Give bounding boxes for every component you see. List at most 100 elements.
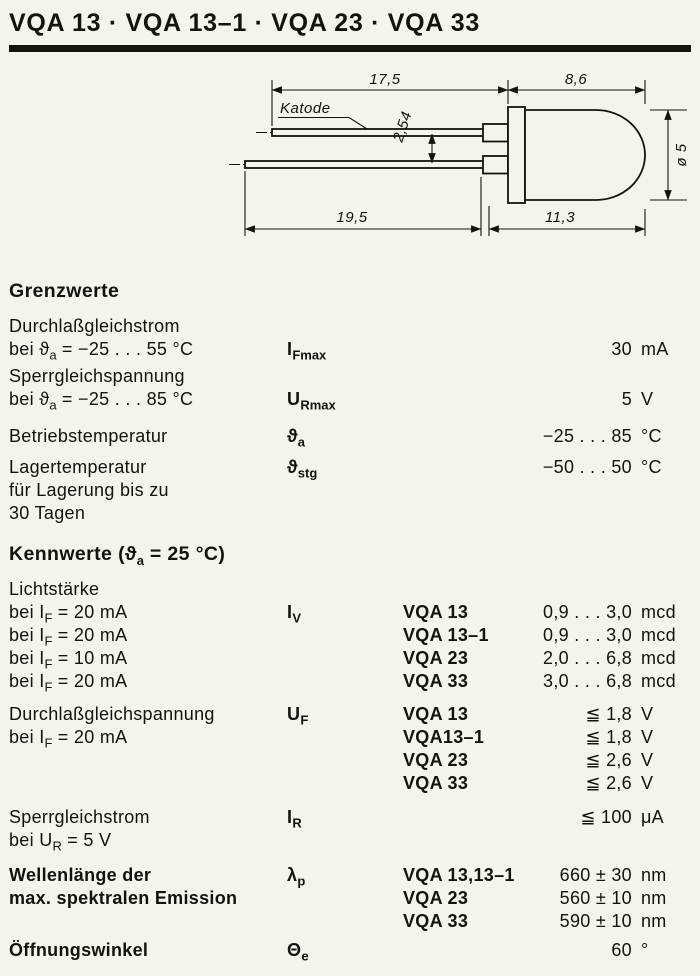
symbol: IFmax (287, 339, 327, 363)
unit: μA (641, 807, 664, 827)
table-row: für Lagerung bis zu (0, 479, 700, 502)
symbol: URmax (287, 389, 336, 413)
param-condition: bei IF = 20 mA (9, 602, 128, 626)
param-label: max. spektralen Emission (9, 888, 238, 908)
param-condition: für Lagerung bis zu (9, 480, 169, 500)
value: ≦ 1,8 (585, 727, 632, 747)
param-label: Durchlaßgleichspannung (9, 704, 215, 724)
table-row: 30 Tagen (0, 502, 700, 525)
type-designation: VQA 33 (403, 671, 469, 691)
table-row: Sperrgleichstrom IR ≦ 100 μA (0, 806, 700, 831)
unit: nm (641, 911, 667, 931)
symbol: Θe (287, 940, 309, 964)
anode-lead (244, 160, 485, 169)
unit: ° (641, 940, 649, 960)
unit: mA (641, 339, 669, 359)
table-row: VQA 33 ≦ 2,6 V (0, 772, 700, 795)
anode-lead-step (482, 155, 509, 175)
value: 560 ± 10 (559, 888, 632, 908)
dim-pitch-label: 2,54 (390, 109, 416, 145)
value: −25 . . . 85 (542, 426, 632, 446)
type-designation: VQA 13–1 (403, 625, 489, 645)
unit: V (641, 773, 654, 793)
type-designation: VQA 33 (403, 911, 469, 931)
param-label: Durchlaßgleichstrom (9, 316, 180, 336)
dim-body-top-label: 8,6 (565, 71, 588, 88)
param-label: Lagertemperatur (9, 457, 147, 477)
cathode-lead (271, 128, 485, 137)
title-rule (9, 45, 691, 52)
param-label: Sperrgleichstrom (9, 807, 150, 827)
grenzwerte-table: Durchlaßgleichstrom bei ϑa = −25 . . . 5… (0, 315, 700, 525)
unit: V (641, 389, 654, 409)
led-dimension-drawing: Katode 17,5 8,6 2,54 ø 5 19,5 11,3 (229, 71, 690, 236)
dim-lead-bottom-label: 19,5 (336, 209, 367, 226)
led-body (524, 109, 646, 201)
type-designation: VQA13–1 (403, 727, 485, 747)
symbol: ϑa (287, 426, 306, 450)
param-label: Lichtstärke (9, 579, 100, 599)
type-designation: VQA 13 (403, 704, 469, 724)
section-heading-kennwerte: Kennwerte (ϑa = 25 °C) (9, 543, 226, 568)
table-row: bei IF = 20 mA VQA 33 3,0 . . . 6,8 mcd (0, 670, 700, 695)
unit: mcd (641, 602, 676, 622)
table-row: max. spektralen Emission VQA 23 560 ± 10… (0, 887, 700, 910)
table-row: Durchlaßgleichspannung UF VQA 13 ≦ 1,8 V (0, 703, 700, 728)
unit: V (641, 704, 654, 724)
value: 60 (611, 940, 632, 960)
dim-diameter-label: ø 5 (673, 143, 690, 166)
value: ≦ 2,6 (585, 773, 632, 793)
type-designation: VQA 23 (403, 750, 469, 770)
param-label: Öffnungswinkel (9, 940, 149, 960)
table-row: bei IF = 10 mA VQA 23 2,0 . . . 6,8 mcd (0, 647, 700, 672)
type-designation: VQA 13,13–1 (403, 865, 515, 885)
centerlines (229, 132, 503, 165)
type-designation: VQA 33 (403, 773, 469, 793)
type-designation: VQA 23 (403, 888, 469, 908)
drawing-labels: Katode 17,5 8,6 2,54 ø 5 19,5 11,3 (280, 71, 690, 226)
table-row: VQA 33 590 ± 10 nm (0, 910, 700, 933)
table-row: bei UR = 5 V (0, 829, 700, 854)
param-condition: bei ϑa = −25 . . . 85 °C (9, 389, 194, 413)
value: −50 . . . 50 (542, 457, 632, 477)
param-condition: bei IF = 20 mA (9, 625, 128, 649)
unit: V (641, 750, 654, 770)
param-condition: 30 Tagen (9, 503, 86, 523)
table-row: bei IF = 20 mA VQA13–1 ≦ 1,8 V (0, 726, 700, 751)
symbol: UF (287, 704, 309, 728)
table-row: bei ϑa = −25 . . . 85 °C URmax 5 V (0, 388, 700, 413)
type-designation: VQA 23 (403, 648, 469, 668)
table-row: VQA 23 ≦ 2,6 V (0, 749, 700, 772)
value: ≦ 2,6 (585, 750, 632, 770)
table-row: Betriebstemperatur ϑa −25 . . . 85 °C (0, 425, 700, 450)
param-condition: bei UR = 5 V (9, 830, 112, 854)
table-row: Wellenlänge der λp VQA 13,13–1 660 ± 30 … (0, 864, 700, 888)
value: ≦ 100 (580, 807, 632, 827)
type-designation: VQA 13 (403, 602, 469, 622)
table-row: bei IF = 20 mA VQA 13–1 0,9 . . . 3,0 mc… (0, 624, 700, 649)
kennwerte-table: Lichtstärke bei IF = 20 mA IV VQA 13 0,9… (0, 578, 700, 964)
symbol: ϑstg (287, 457, 318, 481)
table-row: bei IF = 20 mA IV VQA 13 0,9 . . . 3,0 m… (0, 601, 700, 626)
unit: nm (641, 865, 667, 885)
param-condition: bei IF = 20 mA (9, 727, 128, 751)
unit: V (641, 727, 654, 747)
table-row: Öffnungswinkel Θe 60 ° (0, 939, 700, 964)
table-row: Lagertemperatur ϑstg −50 . . . 50 °C (0, 456, 700, 481)
value: 30 (611, 339, 632, 359)
param-label: Betriebstemperatur (9, 426, 168, 446)
cathode-lead-step (482, 123, 509, 143)
symbol: IR (287, 807, 302, 831)
param-condition: bei IF = 20 mA (9, 671, 128, 695)
table-row: Sperrgleichspannung (0, 365, 700, 388)
unit: °C (641, 457, 662, 477)
param-condition: bei ϑa = −25 . . . 55 °C (9, 339, 194, 363)
value: ≦ 1,8 (585, 704, 632, 724)
value: 0,9 . . . 3,0 (543, 625, 632, 645)
unit: nm (641, 888, 667, 908)
page-title: VQA 13 · VQA 13–1 · VQA 23 · VQA 33 (9, 9, 480, 37)
param-condition: bei IF = 10 mA (9, 648, 128, 672)
symbol: IV (287, 602, 301, 626)
param-label: Sperrgleichspannung (9, 366, 185, 386)
